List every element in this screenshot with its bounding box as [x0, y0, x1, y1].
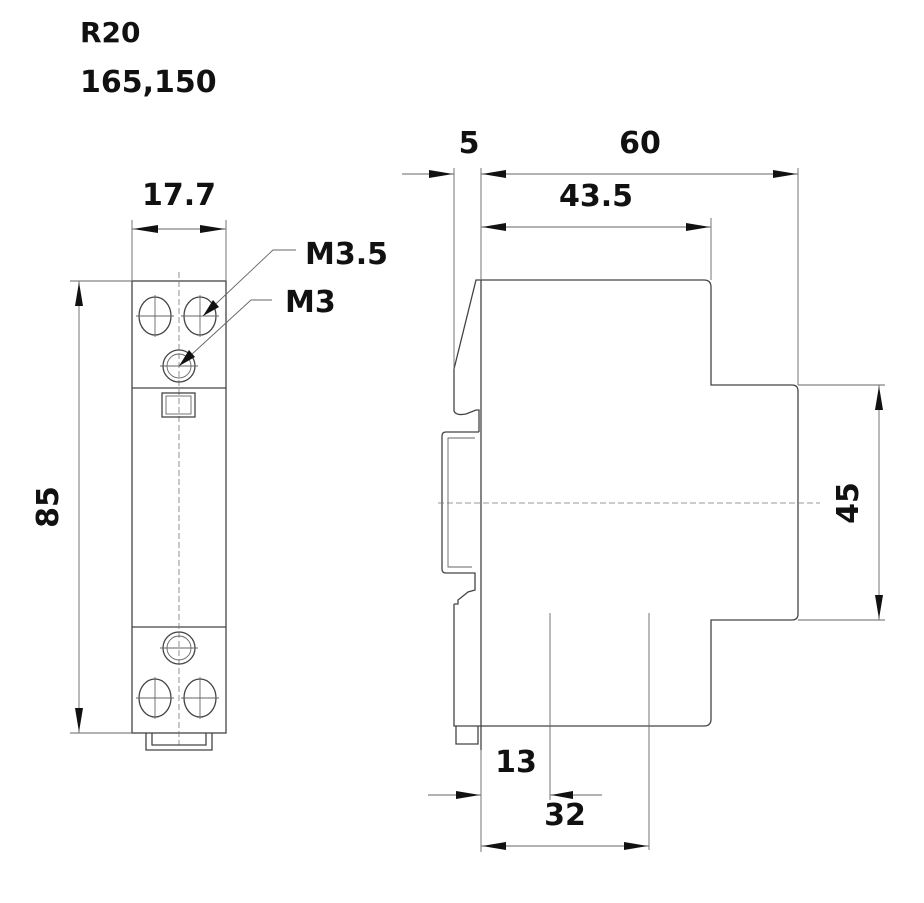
screw-large-label: M3.5 — [305, 237, 388, 272]
dimension-13: 13 — [495, 745, 537, 780]
screw-hole — [136, 677, 174, 719]
din-clip-tab — [145, 733, 213, 751]
width-dimension: 17.7 — [142, 178, 216, 213]
dimension-32: 32 — [544, 798, 586, 833]
side-view: 5 60 43.5 45 13 32 — [402, 126, 885, 852]
height-dimension: 85 — [31, 486, 66, 528]
face-height-dimension: 45 — [831, 482, 866, 524]
upper-clip — [453, 279, 481, 432]
model-label: R20 — [80, 16, 141, 49]
screw-hole — [181, 295, 219, 337]
depth-dimension: 60 — [619, 126, 661, 161]
m3-leader — [178, 299, 272, 367]
lower-clip — [453, 604, 481, 745]
din-rail — [441, 431, 479, 605]
code-label: 165,150 — [80, 65, 217, 100]
screw-hole-small — [160, 631, 198, 665]
screw-small-label: M3 — [285, 285, 336, 320]
side-body-outline — [481, 279, 799, 727]
front-depth-dimension: 43.5 — [559, 179, 633, 214]
m35-leader — [202, 249, 296, 317]
screw-hole — [136, 295, 174, 337]
rail-offset-dimension: 5 — [459, 126, 480, 161]
front-view: 17.7 85 M3.5 M3 — [31, 178, 388, 751]
screw-hole — [181, 677, 219, 719]
indicator-window — [161, 392, 196, 418]
